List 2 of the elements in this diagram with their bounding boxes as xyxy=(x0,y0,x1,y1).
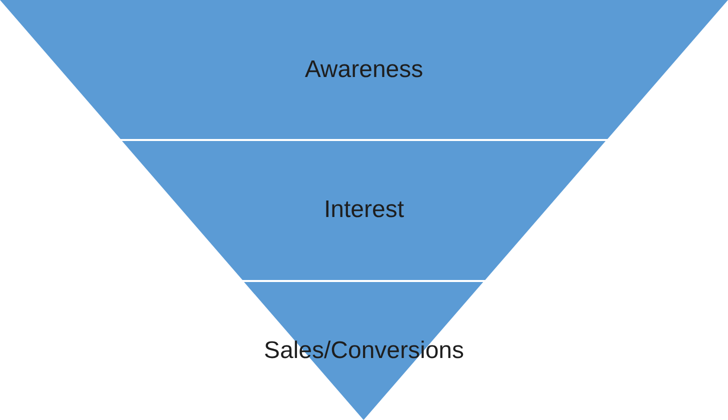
stage-label: Interest xyxy=(324,196,404,224)
stage-label: Awareness xyxy=(304,56,424,84)
